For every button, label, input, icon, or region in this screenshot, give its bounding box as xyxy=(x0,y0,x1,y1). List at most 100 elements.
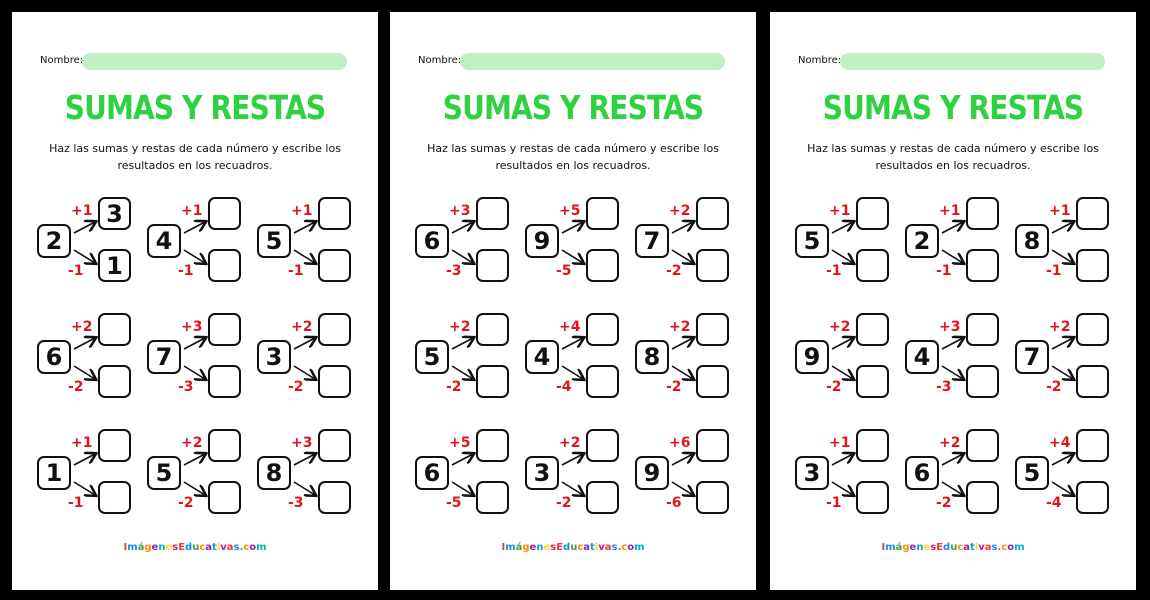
sum-answer-box[interactable] xyxy=(1076,429,1109,462)
difference-answer-box[interactable] xyxy=(966,249,999,282)
arrow-icons xyxy=(293,313,357,403)
difference-answer-box[interactable]: 1 xyxy=(98,249,131,282)
plus-operator: +2 xyxy=(1049,319,1071,335)
sum-answer-box[interactable] xyxy=(696,429,729,462)
sum-answer-box[interactable] xyxy=(476,313,509,346)
number-box: 4 xyxy=(147,224,181,258)
problem: 9 +2 -2 xyxy=(795,313,895,403)
difference-answer-box[interactable] xyxy=(856,481,889,514)
minus-operator: -3 xyxy=(936,379,952,395)
sum-answer-box[interactable] xyxy=(966,313,999,346)
sum-answer-box[interactable] xyxy=(208,429,241,462)
number-box: 2 xyxy=(905,224,939,258)
difference-answer-box[interactable] xyxy=(966,365,999,398)
number-box: 7 xyxy=(1015,340,1049,374)
sum-answer-box[interactable] xyxy=(696,197,729,230)
number-box: 8 xyxy=(257,456,291,490)
difference-answer-box[interactable] xyxy=(476,249,509,282)
difference-answer-box[interactable] xyxy=(208,365,241,398)
difference-answer-box[interactable] xyxy=(696,481,729,514)
difference-answer-box[interactable] xyxy=(476,481,509,514)
sum-answer-box[interactable] xyxy=(856,313,889,346)
problem: 7 +2 -2 xyxy=(1015,313,1115,403)
arrow-icons xyxy=(561,429,625,519)
sum-answer-box[interactable] xyxy=(966,197,999,230)
sum-answer-box[interactable] xyxy=(856,429,889,462)
difference-answer-box[interactable] xyxy=(1076,249,1109,282)
plus-operator: +5 xyxy=(449,435,471,451)
problem: 7 +3 -3 xyxy=(147,313,247,403)
difference-answer-box[interactable] xyxy=(98,365,131,398)
problem: 6 +2 -2 xyxy=(37,313,137,403)
sum-answer-box[interactable] xyxy=(586,313,619,346)
difference-answer-box[interactable] xyxy=(208,249,241,282)
difference-answer-box[interactable] xyxy=(586,481,619,514)
difference-answer-box[interactable] xyxy=(318,365,351,398)
problem: 1 +1 -1 xyxy=(37,429,137,519)
plus-operator: +4 xyxy=(559,319,581,335)
number-box: 5 xyxy=(1015,456,1049,490)
sum-answer-box[interactable] xyxy=(696,313,729,346)
arrow-icons xyxy=(831,197,895,287)
sum-answer-box[interactable] xyxy=(586,429,619,462)
minus-operator: -3 xyxy=(446,263,462,279)
sum-answer-box[interactable] xyxy=(318,313,351,346)
arrow-icons xyxy=(183,197,247,287)
plus-operator: +5 xyxy=(559,203,581,219)
difference-answer-box[interactable] xyxy=(318,249,351,282)
difference-answer-box[interactable] xyxy=(586,365,619,398)
name-field[interactable] xyxy=(460,53,725,70)
sum-answer-box[interactable] xyxy=(966,429,999,462)
problem: 2 +1 -1 xyxy=(905,197,1005,287)
arrow-icons xyxy=(831,313,895,403)
arrow-icons xyxy=(831,429,895,519)
arrow-icons xyxy=(941,197,1005,287)
difference-answer-box[interactable] xyxy=(856,365,889,398)
sum-answer-box[interactable] xyxy=(208,197,241,230)
difference-answer-box[interactable] xyxy=(208,481,241,514)
problem: 5 +1 -1 xyxy=(795,197,895,287)
difference-answer-box[interactable] xyxy=(696,249,729,282)
sum-answer-box[interactable] xyxy=(476,429,509,462)
sum-answer-box[interactable] xyxy=(318,197,351,230)
difference-answer-box[interactable] xyxy=(696,365,729,398)
sum-answer-box[interactable] xyxy=(98,429,131,462)
problem: 5 +4 -4 xyxy=(1015,429,1115,519)
plus-operator: +2 xyxy=(181,435,203,451)
problem: 6 +3 -3 xyxy=(415,197,515,287)
difference-answer-box[interactable] xyxy=(1076,365,1109,398)
number-box: 6 xyxy=(37,340,71,374)
plus-operator: +1 xyxy=(939,203,961,219)
difference-answer-box[interactable] xyxy=(966,481,999,514)
number-box: 3 xyxy=(525,456,559,490)
minus-operator: -1 xyxy=(288,263,304,279)
difference-answer-box[interactable] xyxy=(476,365,509,398)
sum-answer-box[interactable] xyxy=(98,313,131,346)
arrow-icons xyxy=(183,313,247,403)
number-box: 5 xyxy=(795,224,829,258)
sum-answer-box[interactable] xyxy=(1076,197,1109,230)
worksheet-title: SUMAS Y RESTAS xyxy=(64,88,326,127)
difference-answer-box[interactable] xyxy=(856,249,889,282)
difference-answer-box[interactable] xyxy=(98,481,131,514)
name-field[interactable] xyxy=(840,53,1105,70)
sum-answer-box[interactable] xyxy=(476,197,509,230)
minus-operator: -5 xyxy=(446,495,462,511)
name-field[interactable] xyxy=(82,53,347,70)
sum-answer-box[interactable] xyxy=(856,197,889,230)
arrow-icons xyxy=(451,313,515,403)
plus-operator: +6 xyxy=(669,435,691,451)
difference-answer-box[interactable] xyxy=(318,481,351,514)
plus-operator: +2 xyxy=(829,319,851,335)
sum-answer-box[interactable] xyxy=(318,429,351,462)
difference-answer-box[interactable] xyxy=(586,249,619,282)
problem: 6 +2 -2 xyxy=(905,429,1005,519)
sum-answer-box[interactable] xyxy=(586,197,619,230)
instructions: Haz las sumas y restas de cada número y … xyxy=(807,142,1099,172)
difference-answer-box[interactable] xyxy=(1076,481,1109,514)
sum-answer-box[interactable] xyxy=(208,313,241,346)
arrow-icons xyxy=(1051,197,1115,287)
sum-answer-box[interactable] xyxy=(1076,313,1109,346)
sum-answer-box[interactable]: 3 xyxy=(98,197,131,230)
minus-operator: -1 xyxy=(68,495,84,511)
